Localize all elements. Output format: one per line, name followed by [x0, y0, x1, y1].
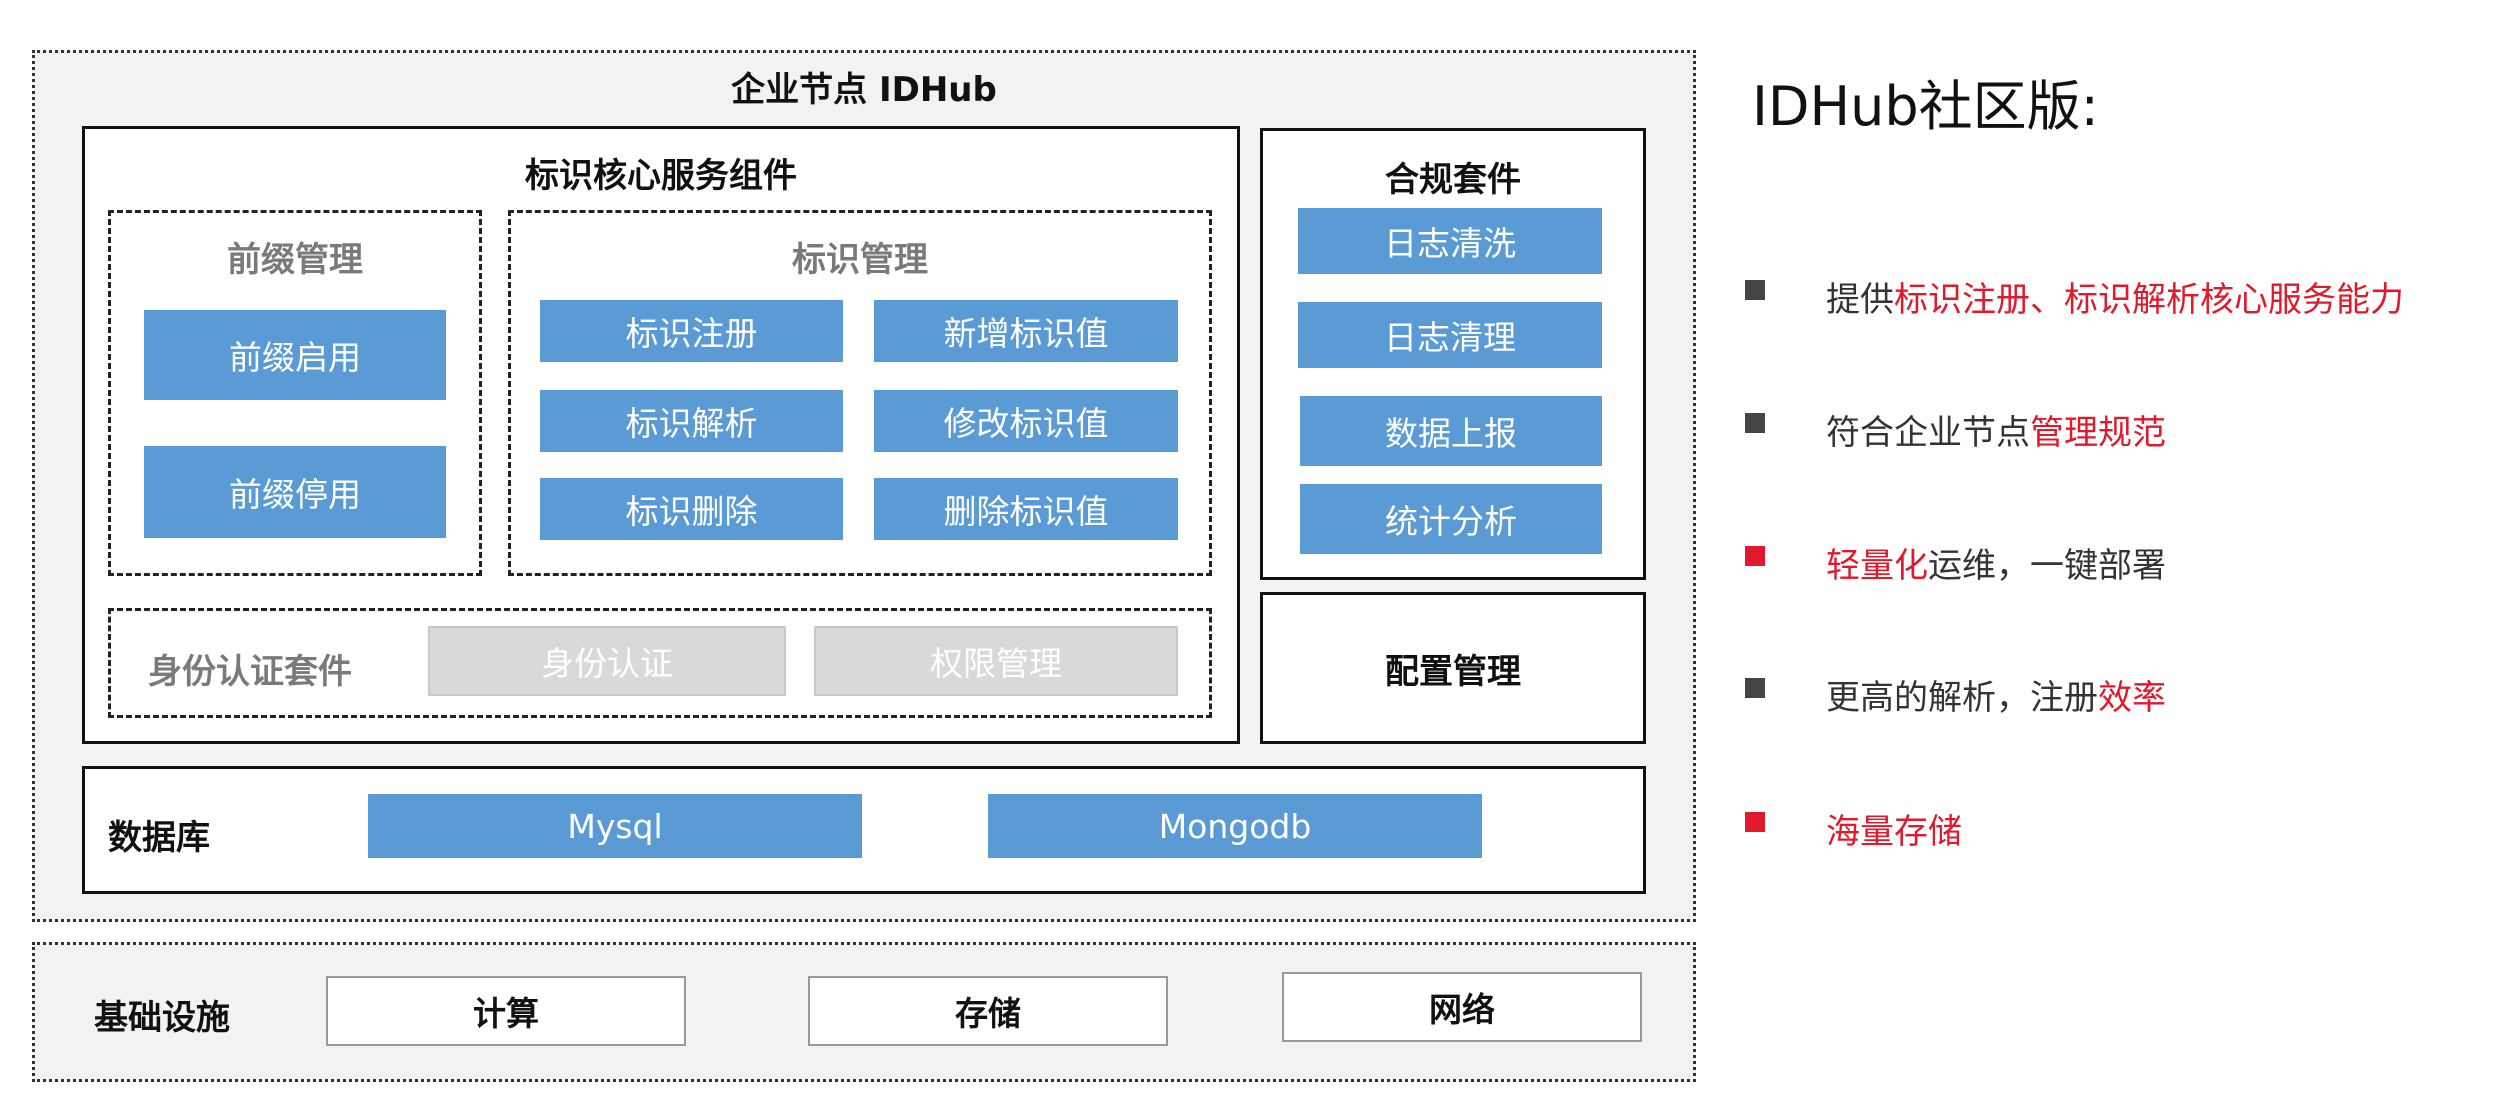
- feature-item: 海量存储: [1826, 804, 1962, 853]
- prefix-management-group: [108, 210, 482, 576]
- permission-management-button[interactable]: 权限管理: [814, 626, 1178, 696]
- modify-identifier-value-button[interactable]: 修改标识值: [874, 390, 1178, 452]
- feature-item: 轻量化运维，一键部署: [1826, 538, 2166, 587]
- mysql-button[interactable]: Mysql: [368, 794, 862, 858]
- data-report-button[interactable]: 数据上报: [1300, 396, 1602, 466]
- identifier-delete-button[interactable]: 标识删除: [540, 478, 843, 540]
- feature-text: 更高的解析，注册: [1826, 678, 2098, 718]
- prefix-enable-button[interactable]: 前缀启用: [144, 310, 446, 400]
- network-box: 网络: [1282, 972, 1642, 1042]
- compliance-suite-title: 合规套件: [1385, 160, 1521, 200]
- config-management-panel: 配置管理: [1260, 592, 1646, 744]
- delete-identifier-value-button[interactable]: 删除标识值: [874, 478, 1178, 540]
- feature-highlight-text: 海量存储: [1826, 812, 1962, 852]
- bullet-square-icon: [1745, 413, 1765, 433]
- bullet-square-icon: [1745, 546, 1765, 566]
- identity-auth-button[interactable]: 身份认证: [428, 626, 786, 696]
- feature-highlight-text: 管理规范: [2030, 413, 2166, 453]
- identifier-management-group: [508, 210, 1212, 576]
- log-cleanup-button[interactable]: 日志清理: [1298, 302, 1602, 368]
- feature-highlight-text: 轻量化: [1826, 546, 1928, 586]
- identity-auth-title: 身份认证套件: [148, 652, 352, 692]
- bullet-square-icon: [1745, 812, 1765, 832]
- enterprise-node-title: 企业节点 IDHub: [731, 70, 997, 110]
- add-identifier-value-button[interactable]: 新增标识值: [874, 300, 1178, 362]
- identifier-management-title: 标识管理: [792, 240, 928, 280]
- feature-item: 符合企业节点管理规范: [1826, 405, 2166, 454]
- feature-text: 提供: [1826, 280, 1894, 320]
- feature-item: 提供标识注册、标识解析核心服务能力: [1826, 272, 2404, 321]
- feature-highlight-text: 效率: [2098, 678, 2166, 718]
- prefix-management-title: 前缀管理: [227, 240, 363, 280]
- config-management-title: 配置管理: [1385, 651, 1521, 692]
- bullet-square-icon: [1745, 678, 1765, 698]
- feature-item: 更高的解析，注册效率: [1826, 670, 2166, 719]
- identifier-resolve-button[interactable]: 标识解析: [540, 390, 843, 452]
- core-services-title: 标识核心服务组件: [525, 156, 797, 196]
- prefix-disable-button[interactable]: 前缀停用: [144, 446, 446, 538]
- features-title: IDHub社区版:: [1752, 75, 2099, 138]
- identity-auth-group: [108, 608, 1212, 718]
- compute-box: 计算: [326, 976, 686, 1046]
- statistical-analysis-button[interactable]: 统计分析: [1300, 484, 1602, 554]
- log-cleansing-button[interactable]: 日志清洗: [1298, 208, 1602, 274]
- mongodb-button[interactable]: Mongodb: [988, 794, 1482, 858]
- database-title: 数据库: [108, 818, 210, 858]
- feature-text: 符合企业节点: [1826, 413, 2030, 453]
- feature-text: 运维，一键部署: [1928, 546, 2166, 586]
- identifier-register-button[interactable]: 标识注册: [540, 300, 843, 362]
- storage-box: 存储: [808, 976, 1168, 1046]
- feature-highlight-text: 标识注册、标识解析核心服务能力: [1894, 280, 2404, 320]
- infrastructure-title: 基础设施: [94, 998, 230, 1038]
- bullet-square-icon: [1745, 280, 1765, 300]
